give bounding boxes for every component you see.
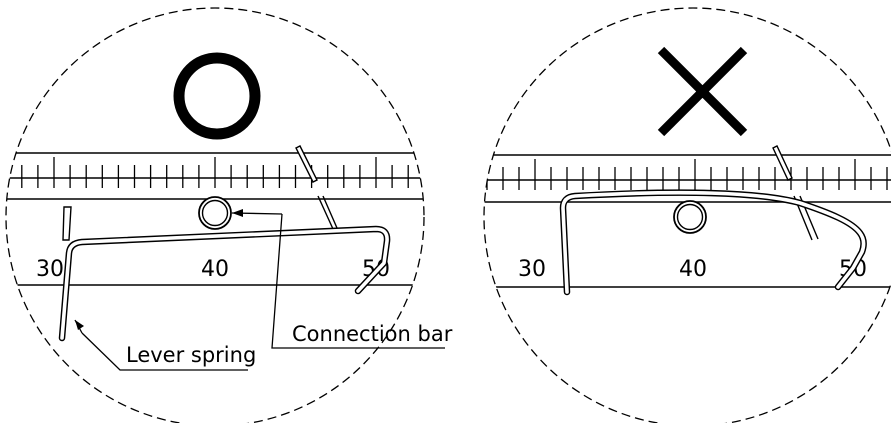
lever-spring-label: Lever spring — [126, 343, 256, 367]
right-scale-number-40: 40 — [679, 257, 707, 282]
left-scale-number-30: 30 — [36, 257, 64, 282]
right-connection-bar-ring-outer — [673, 200, 707, 234]
right-scale-area: 30 40 50 — [484, 145, 891, 296]
lever-spring-arrowhead — [75, 320, 84, 330]
lever-spring-leader — [81, 332, 248, 371]
left-small-bar — [62, 206, 72, 241]
left-magnifier-outline — [5, 7, 425, 423]
right-magnifier-outline — [483, 7, 891, 423]
right-scale-number-30: 30 — [518, 257, 546, 282]
correct-panel: 30 40 50 Connection bar Lever spring — [5, 7, 453, 423]
right-ruler-ticks — [486, 159, 888, 190]
connection-bar-arrowhead — [232, 209, 243, 217]
left-scale-area: 30 40 50 — [6, 145, 424, 342]
right-connection-bar-ring-inner — [676, 203, 704, 231]
left-pointer-lower-a — [317, 195, 334, 230]
right-pointer-upper — [772, 145, 793, 181]
left-pointer-lower-b — [322, 195, 338, 229]
left-lever-spring-inner — [60, 227, 389, 340]
connection-bar-label: Connection bar — [292, 322, 453, 346]
left-scale-number-40: 40 — [201, 257, 229, 282]
left-ruler-ticks — [6, 157, 424, 188]
left-connection-bar-ring-inner — [201, 199, 229, 227]
incorrect-x-mark-icon — [657, 46, 748, 137]
connection-bar-leader — [271, 213, 445, 349]
incorrect-panel: 30 40 50 — [483, 7, 891, 423]
correct-circle-mark-icon — [173, 52, 261, 140]
left-pointer-upper — [295, 145, 318, 183]
left-connection-bar-ring-outer — [198, 196, 232, 230]
right-lever-spring-inner — [561, 190, 866, 294]
